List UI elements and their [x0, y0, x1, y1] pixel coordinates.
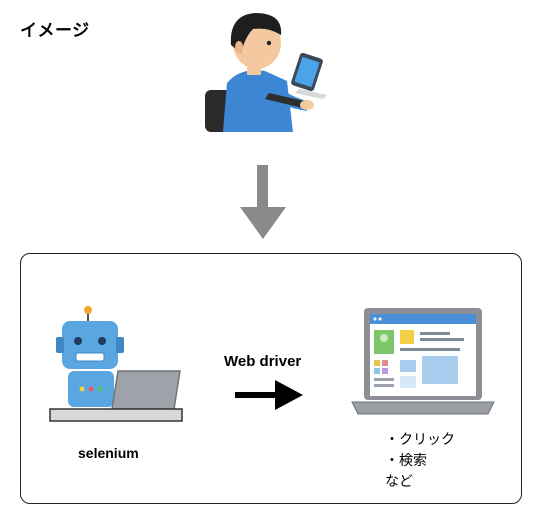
desk-shape — [49, 408, 183, 422]
robot-head-shape — [62, 321, 118, 369]
hand-shape — [300, 100, 314, 110]
laptop-base-shape — [351, 401, 495, 415]
web-driver-label: Web driver — [224, 353, 302, 370]
phone-stand-shape — [295, 89, 327, 99]
antenna-icon — [84, 306, 92, 314]
eye-shape — [266, 40, 272, 46]
ear-shape — [235, 41, 243, 53]
laptop-lid-shape — [111, 370, 181, 410]
person-using-phone-illustration — [205, 13, 327, 132]
action-suffix: など — [385, 474, 413, 490]
page-title: イメージ — [20, 21, 90, 41]
hair-shape — [230, 13, 282, 53]
phone-screen-shape — [294, 57, 320, 87]
browser-header-shape — [370, 314, 476, 324]
robot-with-laptop-illustration — [49, 306, 183, 422]
down-arrow-icon — [240, 165, 286, 239]
selenium-label: selenium — [78, 445, 139, 461]
action-item-click: ・クリック — [385, 432, 455, 448]
action-item-search: ・検索 — [385, 453, 427, 469]
laptop-browser-illustration — [351, 308, 495, 415]
right-arrow-icon — [235, 380, 303, 410]
automation-panel — [20, 253, 522, 504]
action-list: ・クリック ・検索 など — [385, 430, 455, 493]
content-image-shape — [422, 356, 458, 384]
